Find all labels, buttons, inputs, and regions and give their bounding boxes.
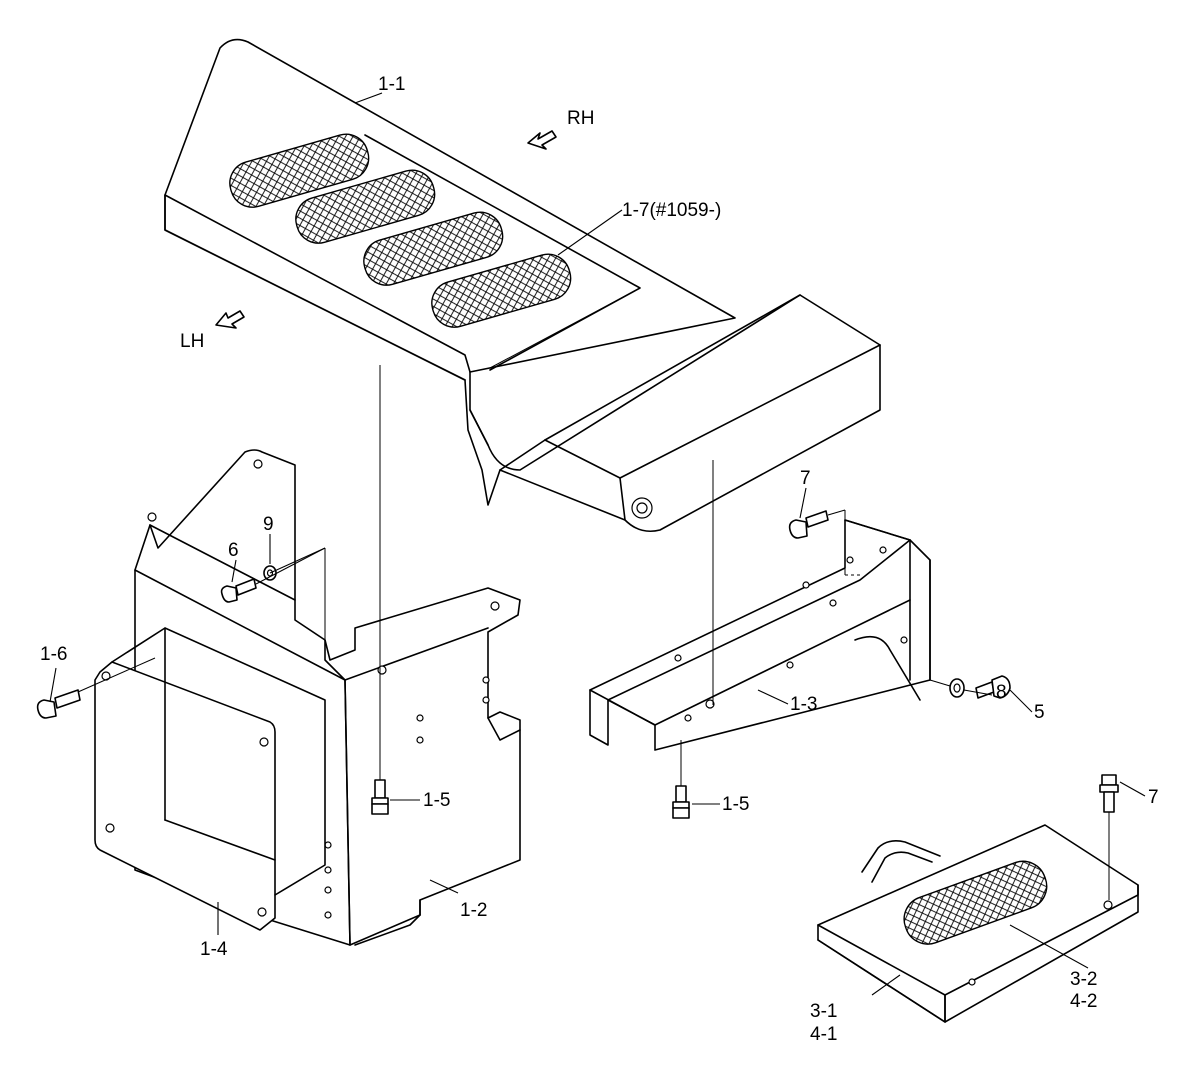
step-plate [817, 824, 1139, 1023]
label-9: 9 [263, 514, 274, 535]
label-7-top: 7 [800, 468, 811, 489]
bolt-1-5-left [371, 779, 389, 815]
label-7-step: 7 [1148, 787, 1159, 808]
bolt-7-top [788, 510, 829, 539]
label-lh: LH [180, 331, 204, 352]
label-5: 5 [1034, 702, 1045, 723]
assembly-lines [77, 365, 1110, 900]
cover-plate [94, 627, 326, 931]
arrow-left-icon [215, 310, 245, 329]
label-1-6: 1-6 [40, 644, 67, 665]
bolt-7-step [1099, 774, 1119, 813]
bolt-5 [975, 675, 1011, 699]
label-1-3: 1-3 [790, 694, 817, 715]
leader-lines [49, 92, 1146, 996]
label-3-2: 3-2 [1070, 969, 1097, 990]
label-1-4: 1-4 [200, 939, 228, 960]
label-4-1: 4-1 [810, 1024, 837, 1045]
washer-8 [949, 678, 965, 698]
callout-labels: 1-1 1-7(#1059-) RH LH 1-2 1-3 1-4 1-5 1-… [40, 74, 1159, 1045]
bolt-1-5-right [672, 785, 690, 819]
label-8: 8 [996, 682, 1007, 703]
label-6: 6 [228, 540, 239, 561]
label-1-5-left: 1-5 [423, 790, 450, 811]
mesh-panels [229, 133, 572, 328]
right-bracket [589, 519, 931, 751]
label-1-2: 1-2 [460, 900, 487, 921]
bolt-1-6 [36, 689, 81, 719]
arrow-right-icon [527, 130, 557, 150]
label-rh: RH [567, 108, 594, 129]
label-1-7: 1-7(#1059-) [622, 200, 721, 221]
label-1-1: 1-1 [378, 74, 405, 95]
label-1-5-right: 1-5 [722, 794, 749, 815]
label-3-1: 3-1 [810, 1001, 837, 1022]
bolt-6 [220, 578, 257, 603]
label-4-2: 4-2 [1070, 991, 1097, 1012]
